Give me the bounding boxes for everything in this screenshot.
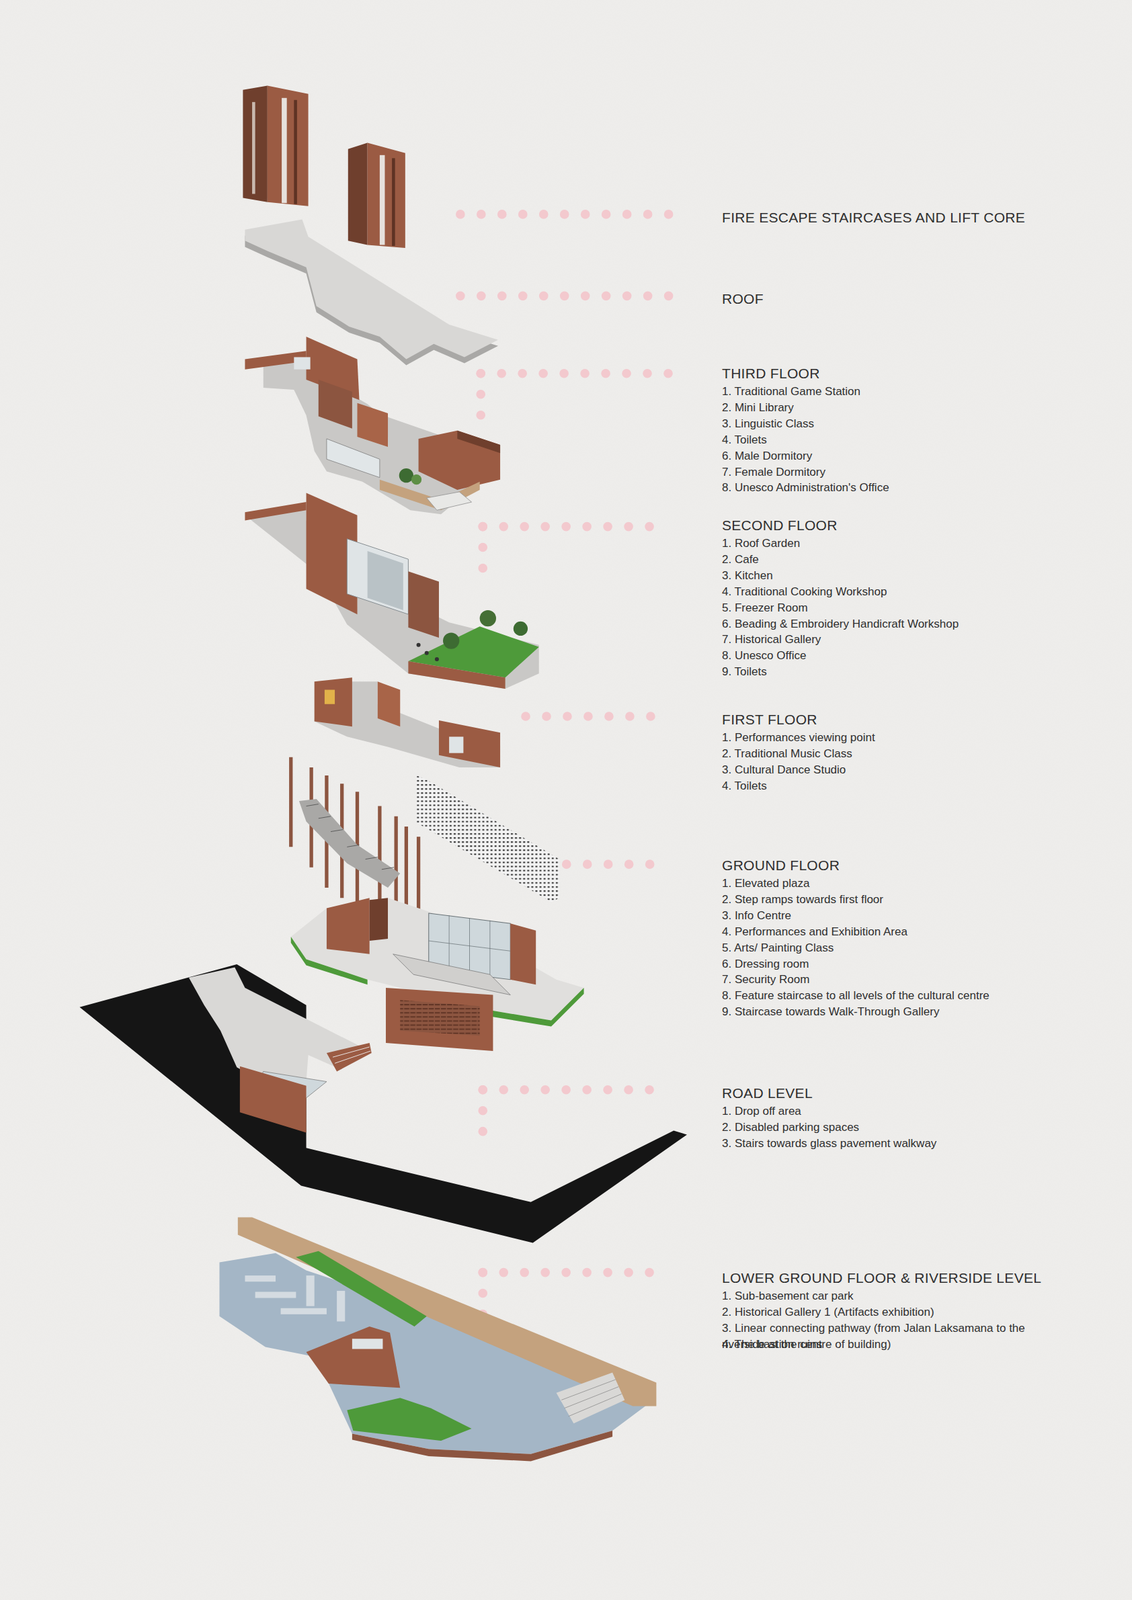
room-label: 3. Linguistic Class (721, 416, 1059, 433)
room-label: 7. Female Dormitory (721, 464, 1059, 481)
room-label: 1. Performances viewing point (721, 730, 1059, 747)
room-label: 2. Disabled parking spaces (721, 1119, 1059, 1137)
room-label: 2. Step ramps towards first floor (721, 892, 1059, 909)
room-label: 2. Mini Library (721, 399, 1059, 417)
room-label: 9. Staircase towards Walk-Through Galler… (721, 1004, 1059, 1021)
room-label: 6. Beading & Embroidery Handicraft Works… (721, 616, 1059, 633)
room-label: 7. Security Room (721, 972, 1059, 989)
room-label: 6. Male Dormitory (721, 448, 1059, 465)
level-heading: ROOF (721, 289, 764, 309)
room-label: 1. Roof Garden (721, 535, 1059, 552)
room-label: 8. Feature staircase to all levels of th… (721, 988, 1059, 1005)
level-heading: FIRST FLOOR (721, 710, 818, 730)
road-level (79, 964, 687, 1244)
room-label: 3. Info Centre (721, 908, 1059, 925)
level-heading: FIRE ESCAPE STAIRCASES AND LIFT CORE (721, 208, 1026, 228)
room-label: 7. Historical Gallery (721, 631, 1059, 649)
ground-floor-plan (291, 757, 585, 1052)
room-label: 3. Stairs towards glass pavement walkway (721, 1136, 1059, 1153)
room-label: 4. Performances and Exhibition Area (721, 924, 1059, 941)
room-label: 3. Cultural Dance Studio (721, 762, 1059, 779)
stair-lift-cores (242, 86, 405, 249)
room-label: 2. Traditional Music Class (721, 746, 1059, 763)
room-label: 1. Sub-basement car park (721, 1288, 1059, 1305)
room-label: 4. Toilets (721, 778, 1059, 795)
room-label: 8. Unesco Office (721, 648, 1059, 665)
room-label: 4. The bastion ruins (721, 1337, 1059, 1354)
first-floor-plan (314, 677, 501, 768)
room-label: 2. Cafe (721, 551, 1059, 569)
room-label: 1. Drop off area (721, 1103, 1059, 1120)
room-label: 5. Arts/ Painting Class (721, 940, 1059, 957)
room-label: 9. Toilets (721, 664, 1059, 681)
room-label: 1. Traditional Game Station (721, 383, 1059, 400)
level-heading: GROUND FLOOR (721, 856, 840, 876)
level-heading: SECOND FLOOR (721, 516, 838, 536)
room-label: 1. Elevated plaza (721, 875, 1059, 893)
room-label: 8. Unesco Administration's Office (721, 479, 1059, 497)
room-label: 2. Historical Gallery 1 (Artifacts exhib… (721, 1304, 1059, 1321)
level-heading: LOWER GROUND FLOOR & RIVERSIDE LEVEL (721, 1269, 1042, 1288)
second-floor-plan (244, 492, 539, 690)
room-label: 6. Dressing room (721, 956, 1059, 973)
room-label: 4. Toilets (721, 432, 1059, 449)
room-label: 4. Traditional Cooking Workshop (721, 584, 1059, 601)
level-heading: ROAD LEVEL (721, 1084, 813, 1104)
room-label: 5. Freezer Room (721, 600, 1059, 617)
lower-ground-plan (219, 1218, 657, 1463)
third-floor-plan (244, 336, 501, 515)
roof-slab (244, 219, 499, 366)
room-label: 3. Kitchen (721, 568, 1059, 585)
level-heading: THIRD FLOOR (721, 364, 821, 384)
